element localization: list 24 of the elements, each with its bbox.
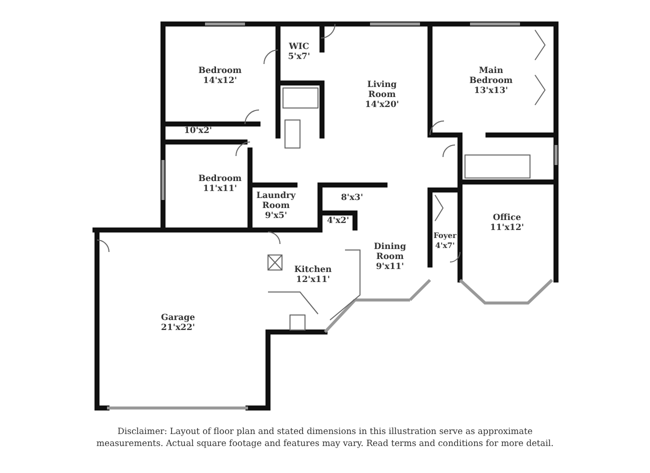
room-name: Laundry Room [255,191,297,211]
room-name: Main Bedroom [468,66,514,86]
room-dimension: 9'x5' [264,211,288,221]
room-name: Bedroom [198,174,242,184]
room-name: Office [492,213,522,223]
room-dimension: 11'x12' [490,223,524,233]
room-name: Garage [160,313,196,323]
room-dimension: 14'x12' [203,76,237,86]
room-name: Bedroom [198,66,242,76]
room-dimension: 11'x11' [203,184,237,194]
room-dimension: 4'x2' [326,216,350,226]
room-dimension: 10'x2' [184,126,212,136]
room-dimension: 8'x3' [340,193,364,203]
room-name: Living Room [366,80,398,100]
room-dimension: 21'x22' [161,323,195,333]
room-name: Kitchen [294,265,332,275]
room-dimension: 12'x11' [296,275,330,285]
room-dimension: 13'x13' [474,86,508,96]
room-name: WIC [288,42,310,52]
room-name: Dining Room [372,242,408,262]
room-dimension: 14'x20' [365,100,399,110]
room-dimension: 5'x7' [288,52,310,62]
disclaimer-text: Disclaimer: Layout of floor plan and stated dimensions in this illustration serve as approximate measurements. Actual square footage and features may vary. Read terms and conditions for more detail. [95,426,555,450]
room-dimension: 9'x11' [376,262,404,272]
